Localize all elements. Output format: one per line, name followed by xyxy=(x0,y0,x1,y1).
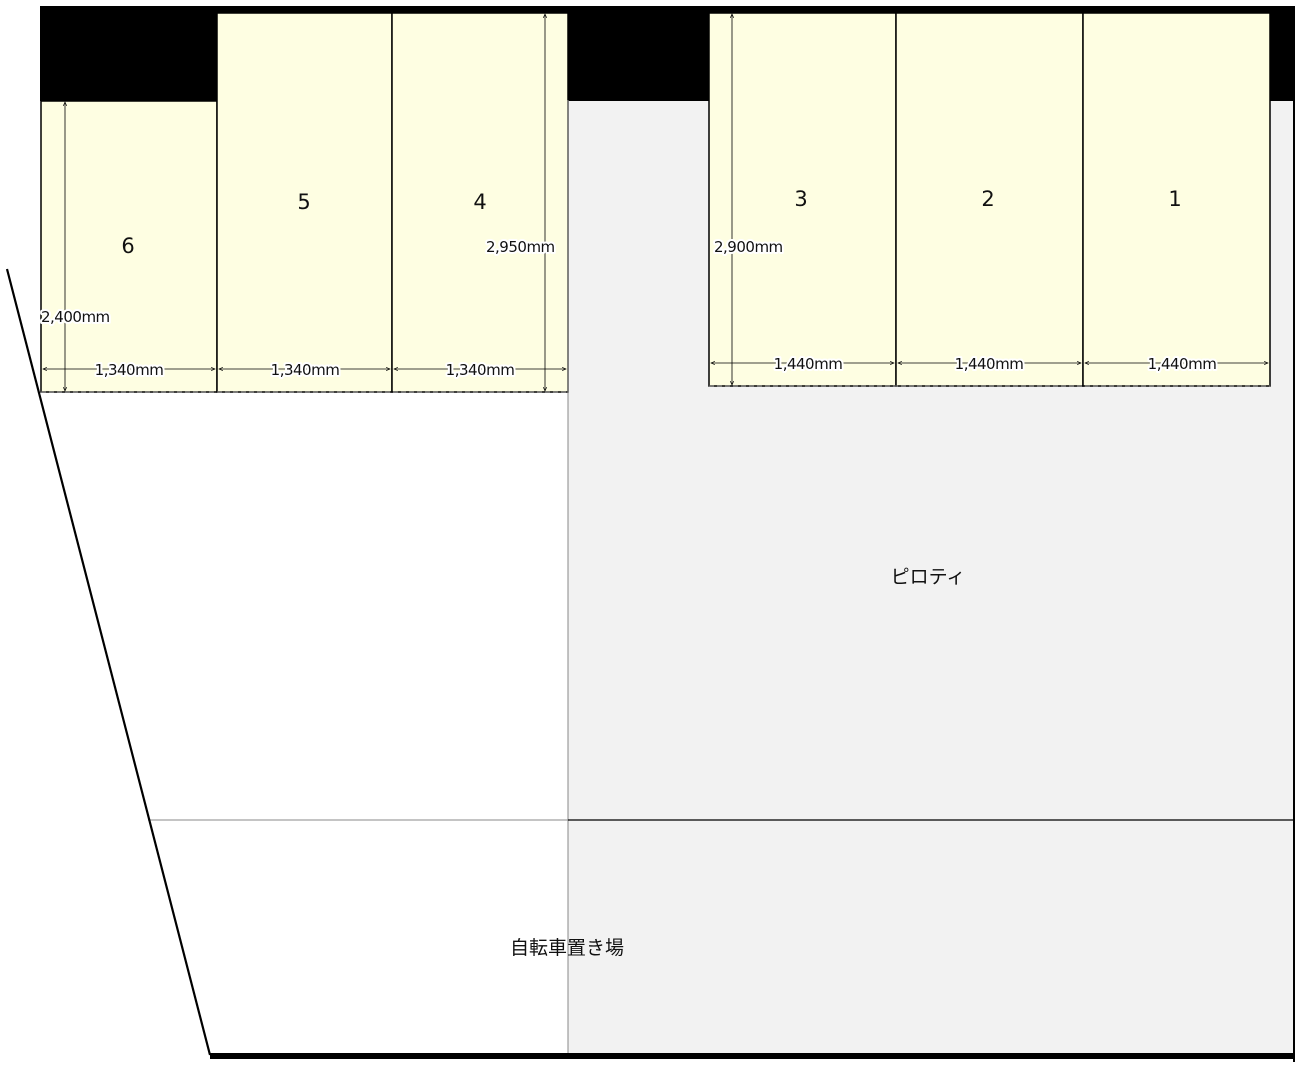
depth-label-3: 2,900mm xyxy=(714,238,783,256)
parking-space-5 xyxy=(216,12,393,393)
bicycle-parking-label: 自転車置き場 xyxy=(510,937,624,959)
boundary-diagonal xyxy=(5,268,212,1056)
wall-top-left xyxy=(40,6,218,101)
width-label-6: 1,340mm xyxy=(95,361,164,379)
width-label-5: 1,340mm xyxy=(271,361,340,379)
depth-label-4: 2,950mm xyxy=(486,238,555,256)
parking-space-6 xyxy=(40,100,218,393)
space-number-2: 2 xyxy=(981,187,994,211)
parking-space-1 xyxy=(1082,12,1271,387)
depth-label-6: 2,400mm xyxy=(41,308,110,326)
pilotis-lower-area xyxy=(568,820,1294,1054)
parking-space-4 xyxy=(391,12,569,393)
width-label-2: 1,440mm xyxy=(955,355,1024,373)
parking-space-2 xyxy=(895,12,1084,387)
wall-top-strip xyxy=(40,6,1294,14)
space-number-3: 3 xyxy=(794,187,807,211)
space-number-1: 1 xyxy=(1168,187,1181,211)
space-number-5: 5 xyxy=(297,190,310,214)
space-number-6: 6 xyxy=(121,234,134,258)
space-number-4: 4 xyxy=(473,190,486,214)
wall-top-right xyxy=(1268,6,1294,101)
width-label-4: 1,340mm xyxy=(446,361,515,379)
width-label-1: 1,440mm xyxy=(1148,355,1217,373)
pilotis-label: ピロティ xyxy=(891,566,966,588)
width-label-3: 1,440mm xyxy=(774,355,843,373)
